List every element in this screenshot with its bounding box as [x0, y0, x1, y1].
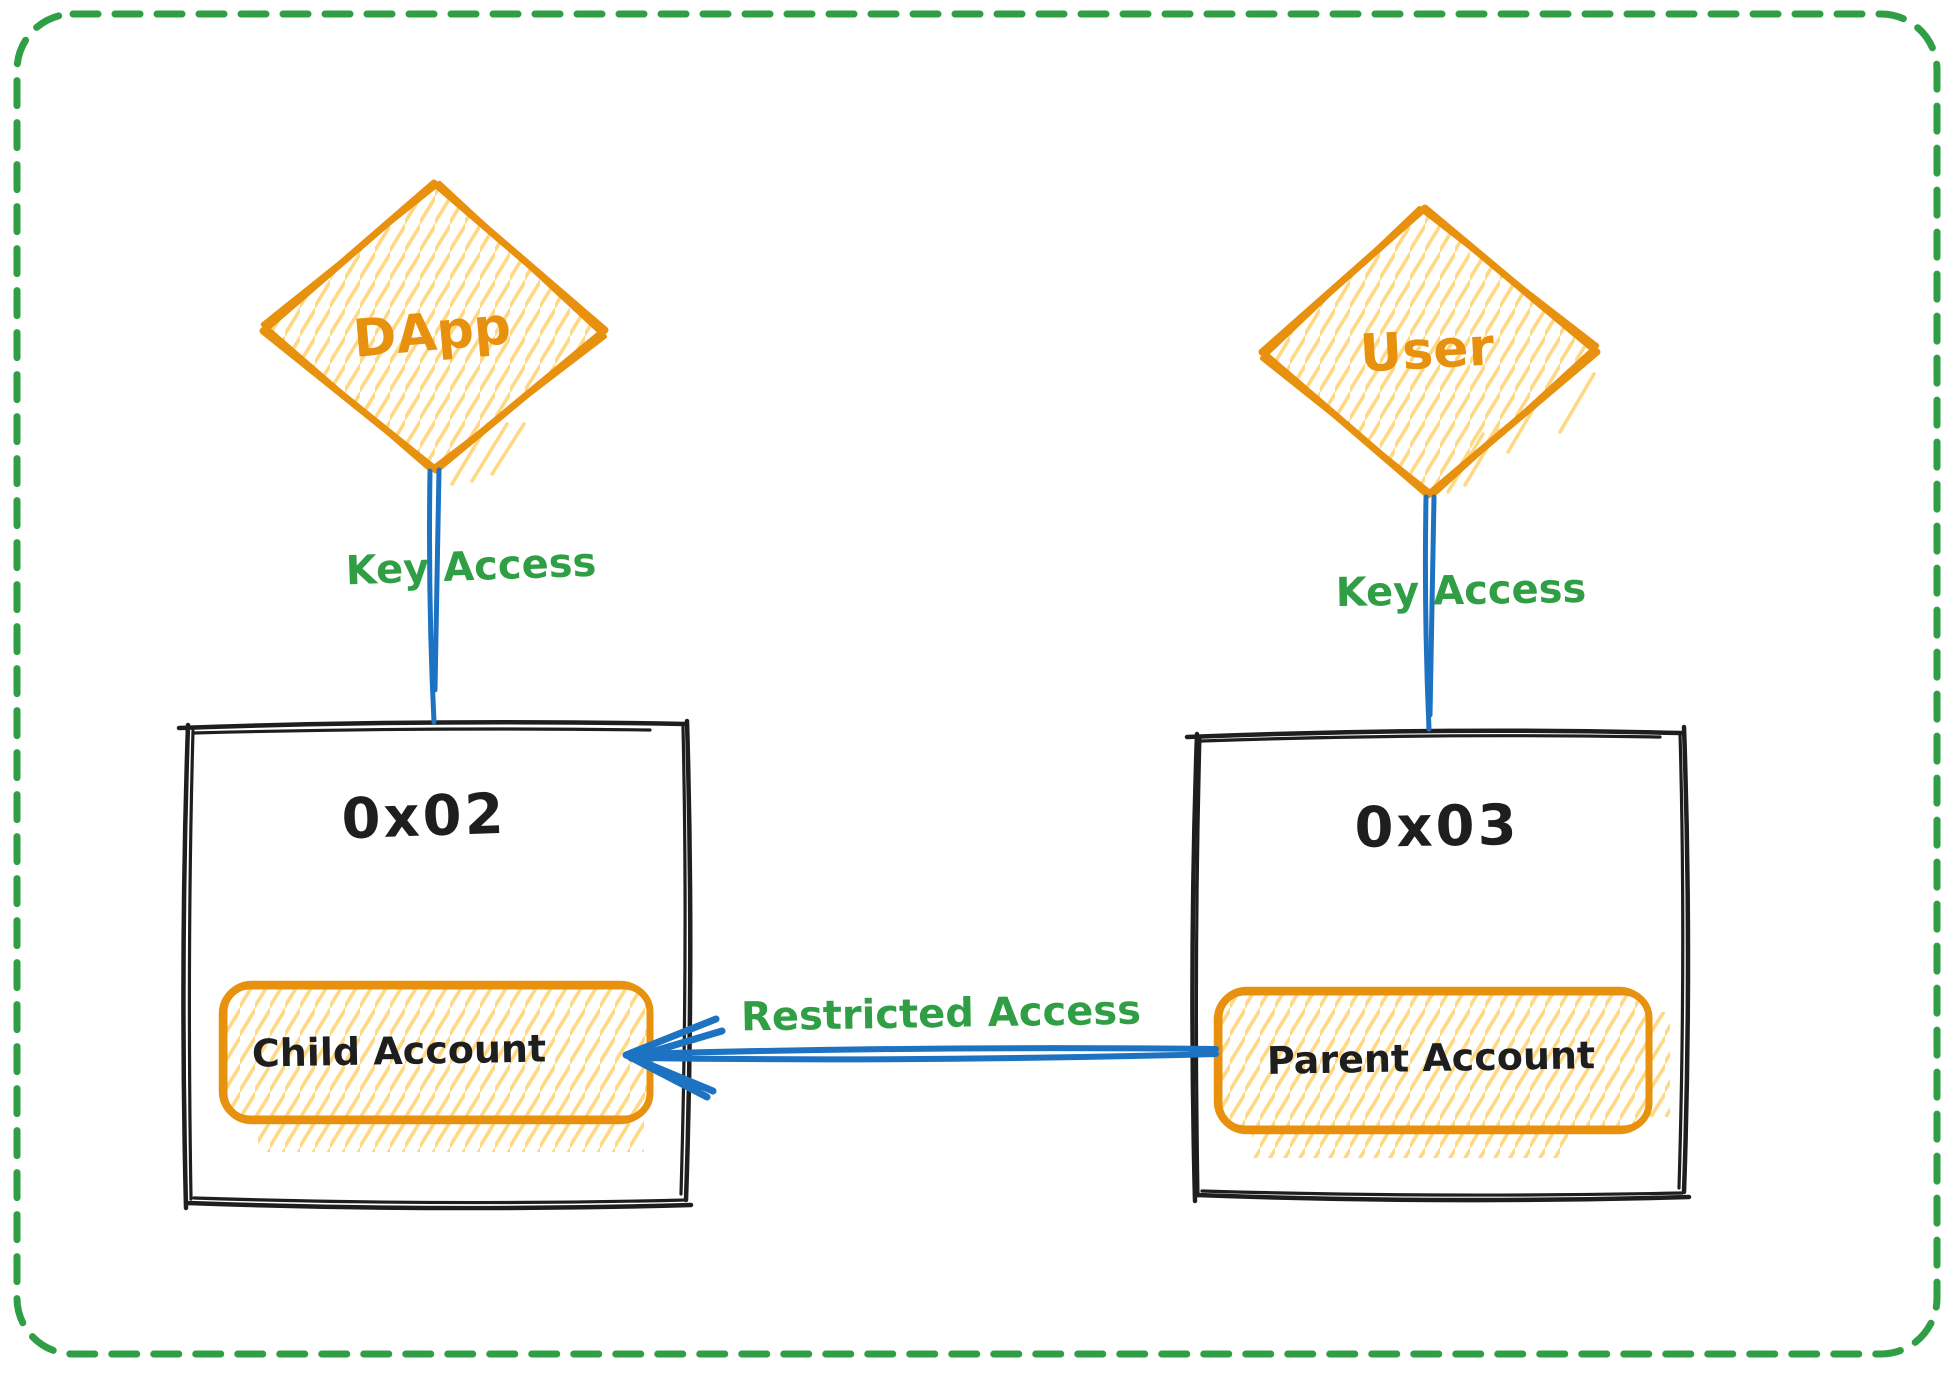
- dapp-key-access-label: Key Access: [345, 539, 597, 595]
- wallet-0x03-box: [1184, 724, 1692, 1204]
- canvas-border: [13, 10, 1941, 1358]
- wallet-0x02-box: [176, 718, 694, 1211]
- child-account-label: Child Account: [251, 1026, 547, 1076]
- user-key-access-label: Key Access: [1335, 565, 1587, 617]
- parent-account-box: [1213, 986, 1653, 1135]
- user-label: User: [1358, 317, 1496, 385]
- dapp-key-access-connector: [427, 467, 442, 725]
- wallet-0x03-label: 0x03: [1353, 793, 1521, 861]
- parent-account-label: Parent Account: [1266, 1033, 1596, 1083]
- wallet-0x02-label: 0x02: [340, 781, 508, 853]
- user-key-access-connector: [1422, 494, 1437, 732]
- restricted-access-label: Restricted Access: [740, 987, 1142, 1041]
- restricted-access-arrow: [622, 1015, 1219, 1101]
